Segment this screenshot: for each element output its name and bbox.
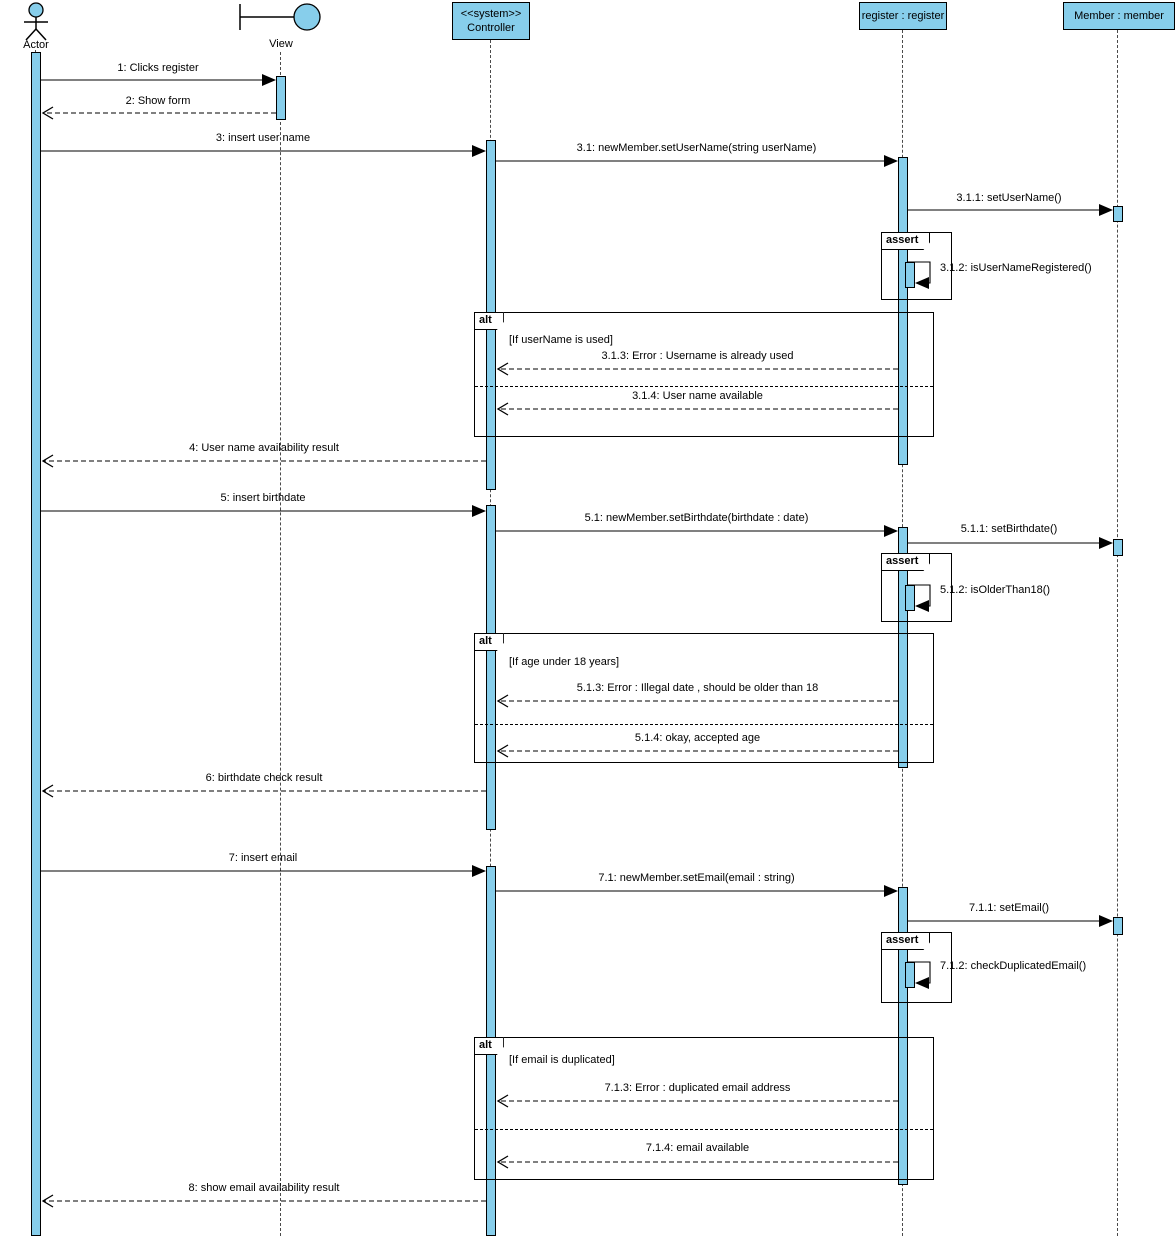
- fragment-assert-3-operator: assert: [881, 932, 930, 950]
- register-name: register : register: [861, 9, 945, 22]
- fragment-alt-3: alt [If email is duplicated]: [474, 1037, 934, 1180]
- member-name: Member : member: [1074, 9, 1164, 22]
- message-label-5: 5: insert birthdate: [220, 492, 306, 504]
- activation-view: [276, 76, 286, 120]
- message-label-5-1-1: 5.1.1: setBirthdate(): [960, 523, 1058, 535]
- message-label-7-1-3: 7.1.3: Error : duplicated email address: [604, 1082, 791, 1094]
- actor-icon: [24, 2, 48, 41]
- boundary-view-icon: [239, 3, 321, 31]
- view-label: View: [269, 38, 293, 50]
- message-label-5-1-4: 5.1.4: okay, accepted age: [634, 732, 761, 744]
- message-label-3: 3: insert user name: [215, 132, 311, 144]
- message-label-7-1-4: 7.1.4: email available: [645, 1142, 750, 1154]
- fragment-alt-1-divider: [475, 386, 933, 387]
- activation-register-1: [898, 157, 908, 465]
- fragment-alt-3-divider: [475, 1129, 933, 1130]
- message-label-7-1: 7.1: newMember.setEmail(email : string): [598, 872, 795, 884]
- activation-member-1: [1113, 206, 1123, 222]
- fragment-assert-1-operator: assert: [881, 232, 930, 250]
- fragment-alt-2: alt [If age under 18 years]: [474, 633, 934, 763]
- member-head: Member : member: [1063, 2, 1175, 30]
- fragment-assert-3: assert: [881, 932, 952, 1003]
- message-label-7-1-1: 7.1.1: setEmail(): [968, 902, 1050, 914]
- fragment-alt-1-operator: alt: [474, 312, 504, 330]
- fragment-alt-2-operator: alt: [474, 633, 504, 651]
- message-label-6: 6: birthdate check result: [205, 772, 323, 784]
- activation-register-2: [898, 527, 908, 768]
- message-label-5-1-3: 5.1.3: Error : Illegal date , should be …: [576, 682, 819, 694]
- fragment-alt-3-guard: [If email is duplicated]: [509, 1054, 615, 1066]
- actor-label: Actor: [23, 39, 49, 51]
- lifeline-member: [1117, 30, 1118, 1236]
- message-label-3-1-3: 3.1.3: Error : Username is already used: [601, 350, 794, 362]
- register-head: register : register: [859, 2, 947, 30]
- fragment-assert-1: assert: [881, 232, 952, 300]
- fragment-alt-2-guard: [If age under 18 years]: [509, 656, 620, 668]
- fragment-alt-3-operator: alt: [474, 1037, 504, 1055]
- activation-member-2: [1113, 539, 1123, 556]
- message-label-7: 7: insert email: [228, 852, 298, 864]
- lifeline-view: [280, 52, 281, 1236]
- message-label-3-1-2: 3.1.2: isUserNameRegistered(): [940, 262, 1092, 274]
- message-label-3-1-1: 3.1.1: setUserName(): [956, 192, 1062, 204]
- arrow-is-user-name-registered-self: [908, 261, 931, 289]
- controller-head: <<system>> Controller: [452, 2, 530, 40]
- fragment-alt-2-divider: [475, 724, 933, 725]
- fragment-assert-2-operator: assert: [881, 553, 930, 571]
- activation-register-3: [898, 887, 908, 1185]
- fragment-alt-1-guard: [If userName is used]: [509, 334, 613, 346]
- message-label-8: 8: show email availability result: [188, 1182, 340, 1194]
- message-label-1: 1: Clicks register: [117, 62, 199, 74]
- message-label-3-1-4: 3.1.4: User name available: [632, 390, 763, 402]
- message-label-4: 4: User name availability result: [189, 442, 339, 454]
- message-label-5-1-2: 5.1.2: isOlderThan18(): [940, 584, 1051, 596]
- arrow-check-duplicated-email-self: [908, 961, 931, 989]
- fragment-assert-2: assert: [881, 553, 952, 622]
- fragment-alt-1: alt [If userName is used]: [474, 312, 934, 437]
- activation-member-3: [1113, 917, 1123, 935]
- message-label-3-1: 3.1: newMember.setUserName(string userNa…: [576, 142, 817, 154]
- controller-stereotype: <<system>>: [460, 7, 522, 20]
- message-label-7-1-2: 7.1.2: checkDuplicatedEmail(): [940, 960, 1087, 972]
- message-label-2: 2: Show form: [125, 95, 191, 107]
- arrow-is-older-than-18-self: [908, 584, 931, 612]
- activation-controller-2: [486, 505, 496, 830]
- message-label-5-1: 5.1: newMember.setBirthdate(birthdate : …: [584, 512, 809, 524]
- controller-name: Controller: [467, 22, 515, 34]
